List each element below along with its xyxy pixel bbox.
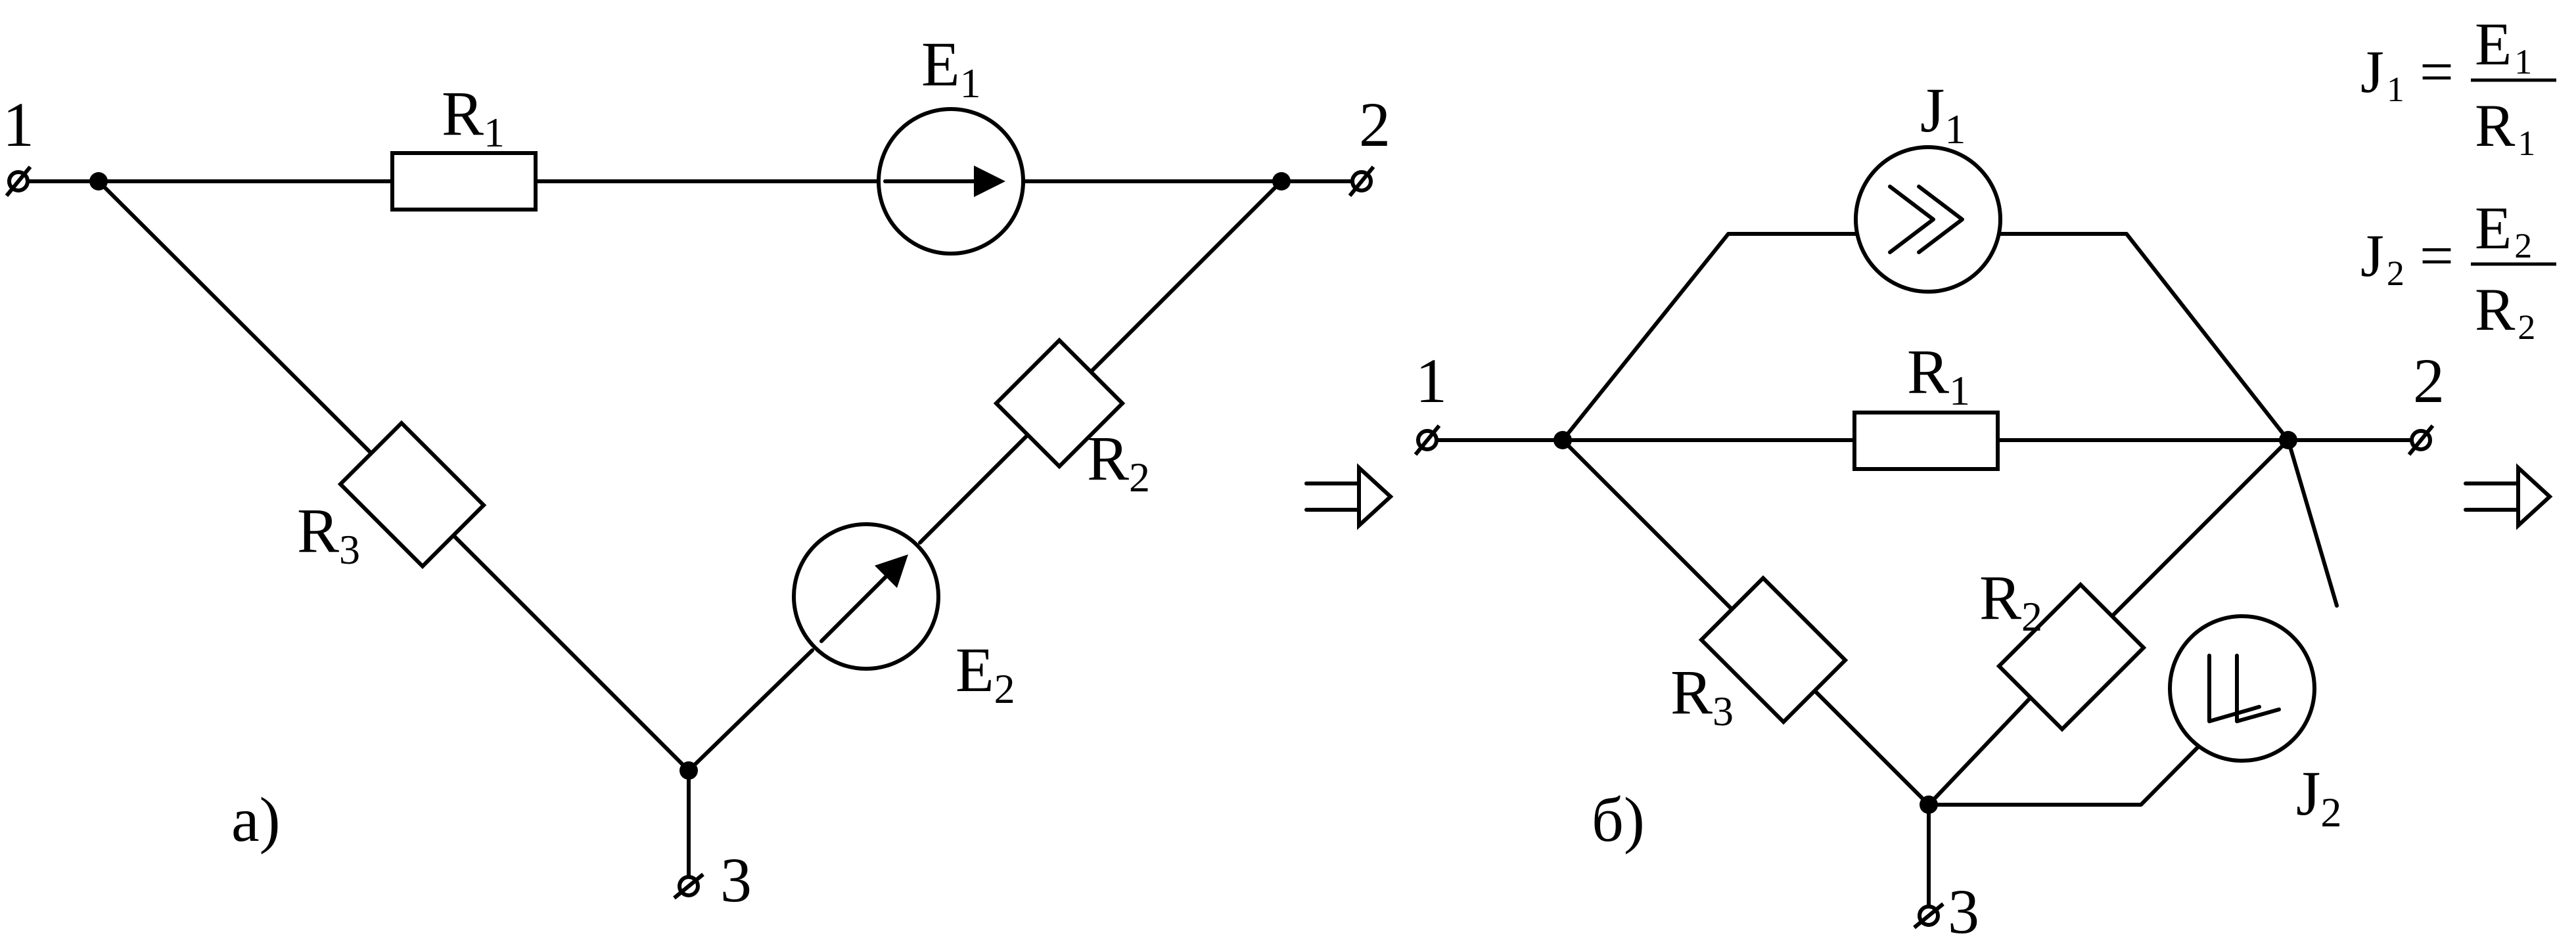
formula-j2-den: R2	[2475, 276, 2535, 347]
wire-b-j2-bottom	[1927, 746, 2199, 807]
resistor-a-r3	[337, 420, 487, 570]
wire-b-top-left	[1561, 232, 1858, 442]
wire-b-r3-2	[1813, 689, 1931, 807]
terminal-a-2	[1348, 166, 1375, 197]
formula-j2: J2 = E2 R2	[2360, 194, 2556, 347]
label-a-e2: E2	[955, 635, 1015, 712]
resistor-a-r2	[993, 337, 1126, 470]
source-a-e2	[792, 522, 940, 671]
resistor-b-r3	[1698, 575, 1849, 725]
formula-j2-num: E2	[2475, 194, 2532, 265]
wire-a-right-1	[1089, 179, 1283, 374]
wire-b-top-right	[1998, 232, 2290, 442]
terminal-a-3	[673, 872, 704, 900]
wire-a-left-2	[451, 533, 691, 773]
wire-b-r3-1	[1561, 438, 1734, 611]
source-a-e1	[877, 107, 1025, 256]
label-b-j2: J2	[2296, 758, 2341, 836]
transform-arrow-2	[2464, 463, 2553, 530]
node-a-2	[1272, 172, 1291, 191]
node-a-1	[89, 172, 108, 191]
resistor-a-r1	[390, 151, 538, 212]
transform-arrow-1	[1304, 463, 1394, 530]
formula-j1-den: R1	[2475, 92, 2535, 163]
diagram-b: 1 2 3 R1 J1 R2 R3 J2 б)	[1414, 75, 2445, 942]
label-b-r2: R2	[1979, 562, 2042, 640]
node-a-3	[679, 761, 698, 780]
caption-b: б)	[1592, 784, 1645, 855]
caption-a: а)	[231, 784, 281, 855]
label-b-terminal-2: 2	[2413, 346, 2445, 416]
label-b-terminal-1: 1	[1415, 346, 1447, 416]
label-a-r1: R1	[442, 78, 505, 156]
terminal-b-1	[1414, 424, 1441, 456]
label-a-r2: R2	[1087, 423, 1150, 501]
label-b-r1: R1	[1907, 336, 1970, 414]
node-b-2	[2279, 431, 2297, 449]
formula-j1-num: E1	[2475, 11, 2532, 81]
label-a-terminal-3: 3	[720, 845, 752, 915]
formula-j1: J1 = E1 R1	[2360, 11, 2556, 163]
formula-j1-eq: =	[2420, 38, 2454, 105]
label-b-j1: J1	[1920, 75, 1966, 152]
diagram-a: 1 2 3 R1 E1 R2 R3 E2 а)	[3, 29, 1391, 915]
label-a-r3: R3	[297, 495, 360, 573]
resistor-b-r2	[1996, 581, 2147, 732]
label-b-terminal-3: 3	[1948, 876, 1979, 939]
formula-j1-lhs: J1	[2360, 38, 2404, 109]
terminal-b-2	[2407, 424, 2435, 456]
label-a-terminal-1: 1	[3, 89, 34, 160]
node-b-1	[1553, 431, 1572, 449]
label-a-e1: E1	[921, 29, 981, 106]
wire-b-r2-2	[1927, 696, 2033, 807]
source-b-j1	[1854, 145, 2002, 294]
formula-j2-eq: =	[2420, 222, 2454, 289]
wire-a-right-3	[687, 648, 814, 773]
wire-a-right-2	[918, 433, 1030, 545]
resistor-b-r1	[1852, 411, 2000, 471]
terminal-b-3	[1913, 902, 1944, 930]
wire-a-left-1	[97, 179, 373, 455]
wire-b-j2-top	[2286, 438, 2339, 608]
label-b-r3: R3	[1670, 657, 1734, 734]
source-b-j2	[2168, 614, 2316, 763]
terminal-a-1	[5, 166, 32, 197]
formula-j2-lhs: J2	[2360, 222, 2404, 293]
wire-b-r2-1	[2110, 438, 2290, 618]
node-b-3	[1920, 796, 1938, 814]
label-a-terminal-2: 2	[1359, 89, 1391, 160]
